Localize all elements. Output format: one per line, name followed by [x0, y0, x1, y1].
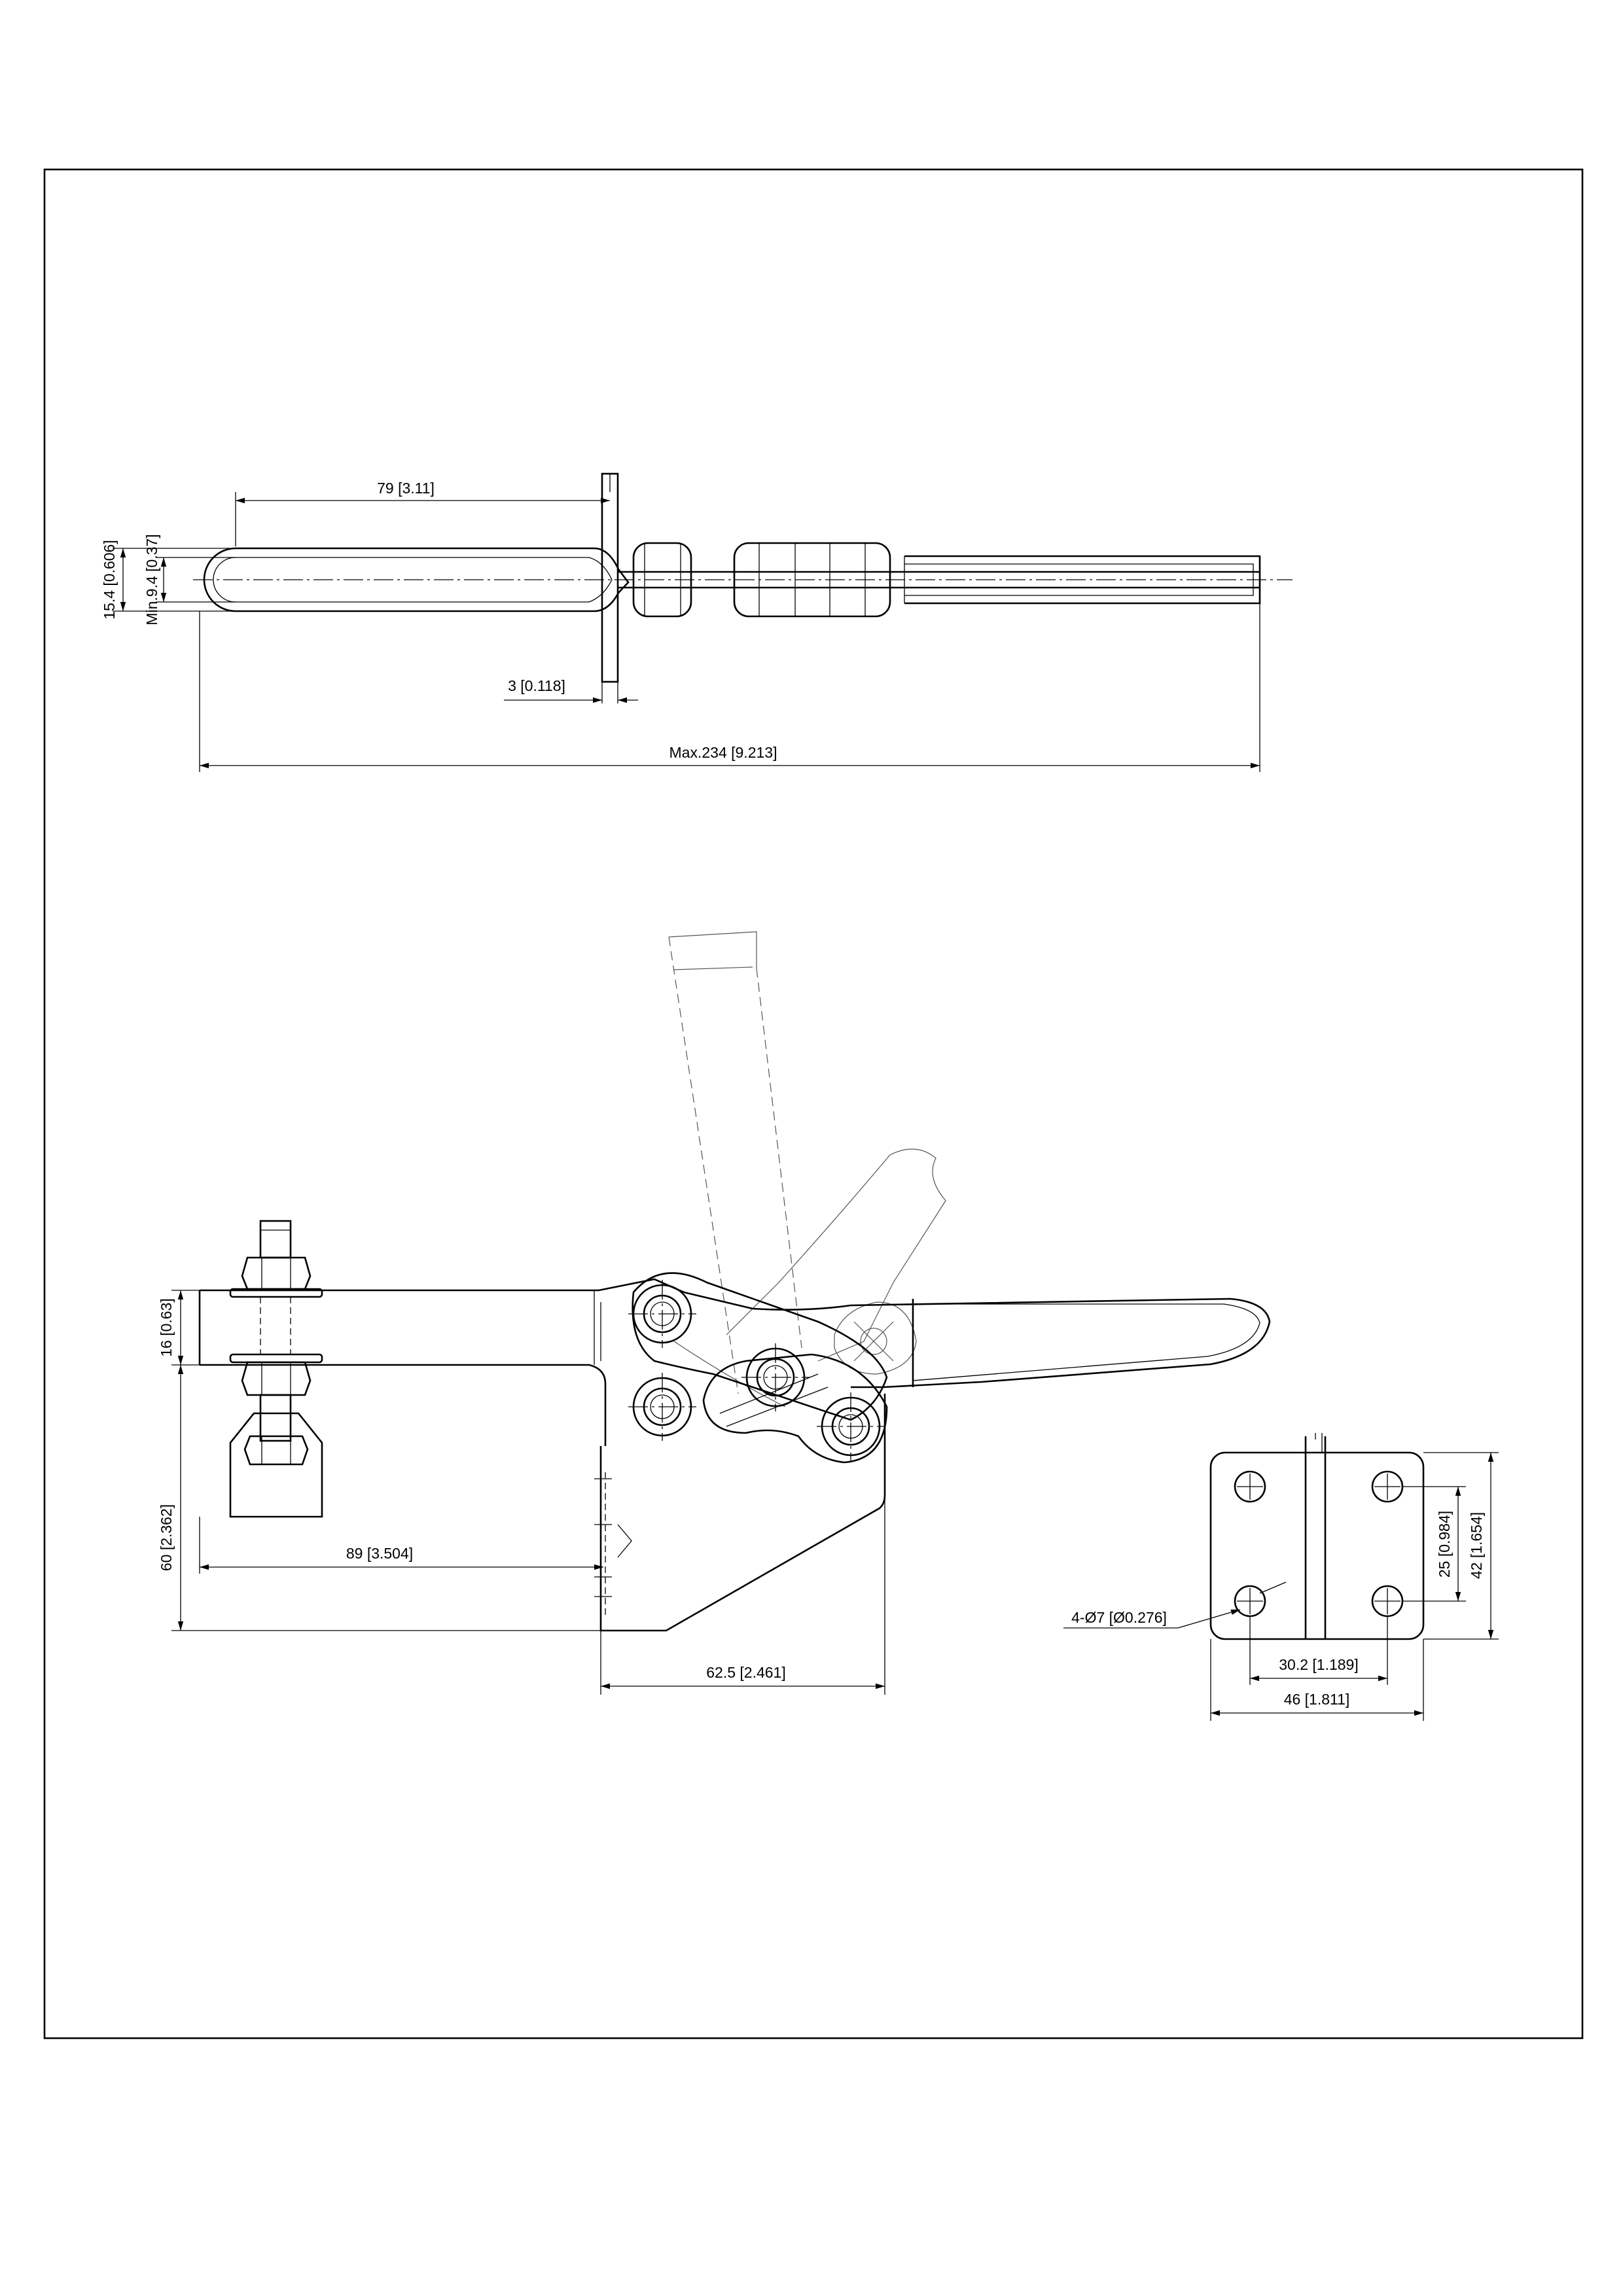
pivot-pin-4: [817, 1392, 885, 1460]
rubber-tip: [229, 1412, 323, 1518]
mounting-base: [599, 1394, 886, 1632]
clamp-handle: [683, 1291, 1271, 1388]
side-view: 16 [0.63] 60 [2.362] 89 [3.504] 62.5 [2.…: [158, 931, 1271, 1695]
upper-link: [632, 1272, 888, 1421]
pivot-stack-2: [733, 542, 891, 618]
top-view: 79 [3.11] 15.4 [0.606] Min.9.4 [0.37] 3 …: [101, 472, 1293, 772]
base-view: 25 [0.984] 42 [1.654] 4-Ø7 [Ø0.276] 30.2…: [1063, 1433, 1499, 1721]
mount-hole-bl: [1234, 1585, 1266, 1617]
mount-hole-br: [1371, 1585, 1404, 1617]
grip-sleeve-inner: [904, 563, 1254, 596]
drawing-frame: [43, 168, 1584, 2040]
dim-reach: 89 [3.504]: [346, 1545, 413, 1562]
dim-holes: 4-Ø7 [Ø0.276]: [1071, 1609, 1167, 1626]
lower-link: [702, 1353, 888, 1464]
dim-hole-spacing-v: 25 [0.984]: [1436, 1511, 1453, 1578]
dim-hole-spacing-h: 30.2 [1.189]: [1279, 1656, 1359, 1673]
dim-base-length: 62.5 [2.461]: [706, 1664, 786, 1681]
pivot-pin-3: [741, 1343, 810, 1411]
dim-base-width: 46 [1.811]: [1284, 1691, 1350, 1708]
mounting-plate: [601, 472, 619, 683]
mount-hole-tl: [1234, 1470, 1266, 1503]
dim-total-height: 60 [2.362]: [158, 1504, 175, 1571]
spindle-assembly: [229, 1220, 323, 1518]
grip-sleeve: [904, 555, 1261, 605]
dim-base-height: 42 [1.654]: [1468, 1512, 1485, 1579]
dim-min-width: Min.9.4 [0.37]: [143, 534, 160, 625]
open-position-ghost: [668, 931, 946, 1407]
mount-hole-tr: [1371, 1470, 1404, 1503]
pivot-pin-2: [628, 1373, 696, 1441]
dim-overall-width: 15.4 [0.606]: [101, 540, 118, 620]
base-plate: [1209, 1451, 1425, 1640]
dim-plate-thickness: 3 [0.118]: [508, 677, 565, 694]
pivot-stack-1: [632, 542, 692, 618]
pivot-pin-1: [628, 1280, 696, 1348]
dim-max-length: Max.234 [9.213]: [669, 744, 777, 761]
handle-grip: [912, 1303, 1260, 1381]
dim-bar-height: 16 [0.63]: [158, 1298, 175, 1357]
dim-handle-length: 79 [3.11]: [377, 480, 435, 497]
